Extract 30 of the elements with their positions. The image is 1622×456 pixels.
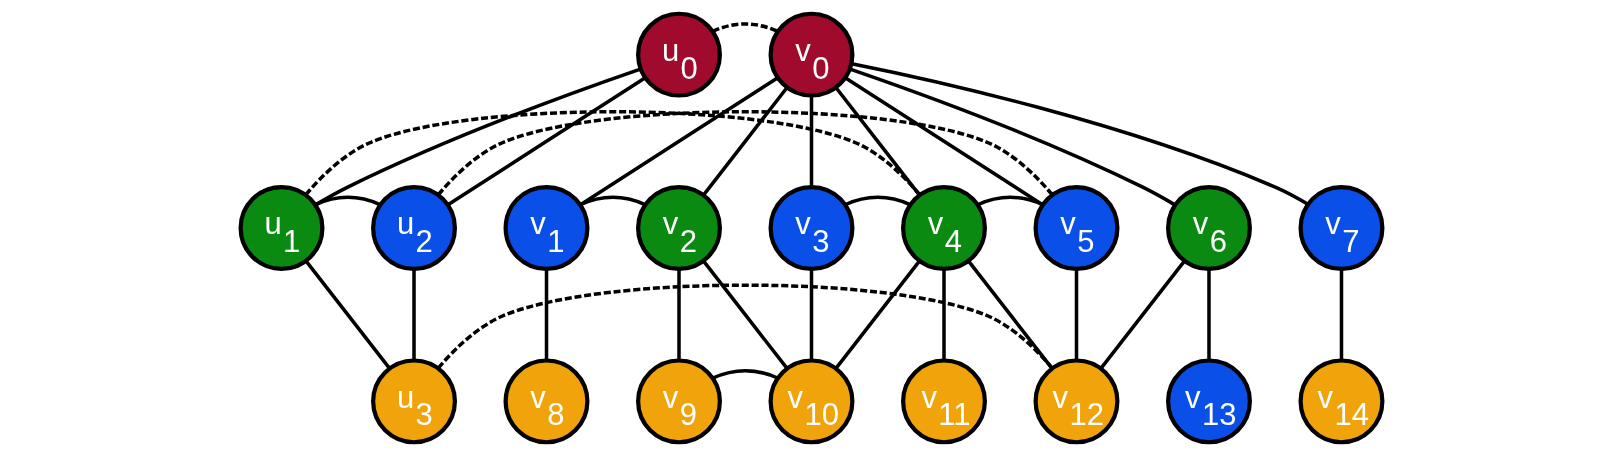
connector bbox=[579, 76, 778, 207]
connector bbox=[436, 283, 1053, 370]
connector bbox=[1074, 268, 1078, 361]
connector bbox=[850, 61, 1309, 206]
connector bbox=[966, 260, 1053, 370]
connector bbox=[843, 195, 911, 207]
connector bbox=[314, 195, 381, 207]
connector bbox=[976, 195, 1043, 207]
connector bbox=[436, 110, 1053, 196]
connector bbox=[304, 260, 391, 370]
connector bbox=[834, 260, 921, 370]
connector bbox=[849, 67, 1175, 207]
connector bbox=[711, 22, 778, 34]
connector bbox=[578, 195, 646, 207]
connector bbox=[446, 76, 646, 207]
connector bbox=[1206, 268, 1211, 361]
connector bbox=[701, 86, 788, 197]
connector bbox=[544, 268, 548, 361]
connector bbox=[941, 268, 946, 361]
connector bbox=[701, 260, 788, 370]
connector bbox=[834, 86, 921, 197]
connector bbox=[1099, 260, 1186, 370]
connector bbox=[809, 95, 813, 187]
connector bbox=[711, 369, 778, 380]
connector bbox=[411, 268, 416, 361]
connector bbox=[809, 268, 813, 361]
connector bbox=[676, 268, 681, 361]
connector bbox=[1339, 268, 1343, 361]
connector bbox=[314, 67, 641, 207]
connector bbox=[844, 76, 1043, 207]
